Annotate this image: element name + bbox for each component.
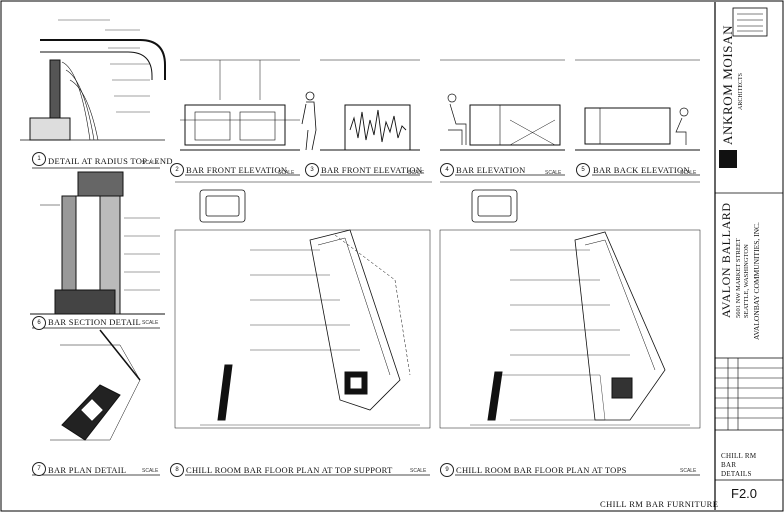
- view-title-2: BAR FRONT ELEVATION: [186, 165, 288, 175]
- scale-note-9: SCALE: [680, 468, 697, 474]
- firm-subtitle: ARCHITECTS: [738, 72, 744, 110]
- scale-note-5: SCALE: [680, 170, 697, 176]
- view-number-8: 8: [170, 463, 184, 477]
- sink-plan-2: [471, 189, 518, 223]
- view-number-7: 7: [32, 462, 46, 476]
- scale-note-6: SCALE: [142, 320, 159, 326]
- project-name: AVALON BALLARD: [719, 202, 733, 318]
- sheet-title-line-1: CHILL RM: [721, 452, 757, 460]
- view-number-6: 6: [32, 316, 46, 330]
- floor-plan-tops: [439, 229, 701, 429]
- firm-name: ANKROM MOISAN: [720, 24, 735, 145]
- view-number-5: 5: [576, 163, 590, 177]
- view-number-4: 4: [440, 163, 454, 177]
- view-title-9: CHILL ROOM BAR FLOOR PLAN AT TOPS: [456, 465, 627, 475]
- project-owner: AVALONBAY COMMUNITIES, INC.: [752, 222, 761, 340]
- floor-plan-top-support: [174, 229, 431, 429]
- bar-front-elevation-2: [320, 59, 420, 151]
- view-title-4: BAR ELEVATION: [456, 165, 526, 175]
- view-title-3: BAR FRONT ELEVATION: [321, 165, 423, 175]
- view-title-5: BAR BACK ELEVATION: [593, 165, 690, 175]
- view-title-6: BAR SECTION DETAIL: [48, 317, 142, 327]
- view-number-1: 1: [32, 152, 46, 166]
- view-title-1: DETAIL AT RADIUS TOP / END: [48, 156, 173, 166]
- bar-section-detail: [30, 171, 165, 315]
- human-figure-icon: [301, 91, 317, 151]
- bar-plan-detail: [50, 329, 141, 441]
- bar-back-elevation: [575, 59, 700, 151]
- view-number-2: 2: [170, 163, 184, 177]
- sheet-title-line-2: BAR: [721, 461, 737, 469]
- scale-note-2: SCALE: [278, 170, 295, 176]
- project-address-2: SEATTLE, WASHINGTON: [743, 244, 750, 318]
- firm-block-icon: [719, 150, 737, 168]
- title-underlines: [32, 167, 700, 476]
- bar-elevation: [440, 59, 565, 151]
- view-title-8: CHILL ROOM BAR FLOOR PLAN AT TOP SUPPORT: [186, 465, 393, 475]
- scale-note-1: SCALE: [142, 160, 159, 166]
- sheet-footer-title: CHILL RM BAR FURNITURE: [600, 499, 719, 509]
- view-title-7: BAR PLAN DETAIL: [48, 465, 127, 475]
- sheet-number: F2.0: [731, 486, 758, 501]
- firm-logo-icon: [732, 7, 768, 37]
- revision-table: [715, 358, 783, 430]
- detail-radius-top: [20, 19, 166, 141]
- sheet-title-line-3: DETAILS: [721, 470, 752, 478]
- view-number-9: 9: [440, 463, 454, 477]
- scale-note-7: SCALE: [142, 468, 159, 474]
- view-number-3: 3: [305, 163, 319, 177]
- scale-note-3: SCALE: [408, 170, 425, 176]
- bar-front-elevation-1: [180, 59, 300, 151]
- project-address-1: 5601 NW MARKET STREET: [735, 238, 742, 318]
- scale-note-8: SCALE: [410, 468, 427, 474]
- sink-plan-1: [199, 189, 246, 223]
- scale-note-4: SCALE: [545, 170, 562, 176]
